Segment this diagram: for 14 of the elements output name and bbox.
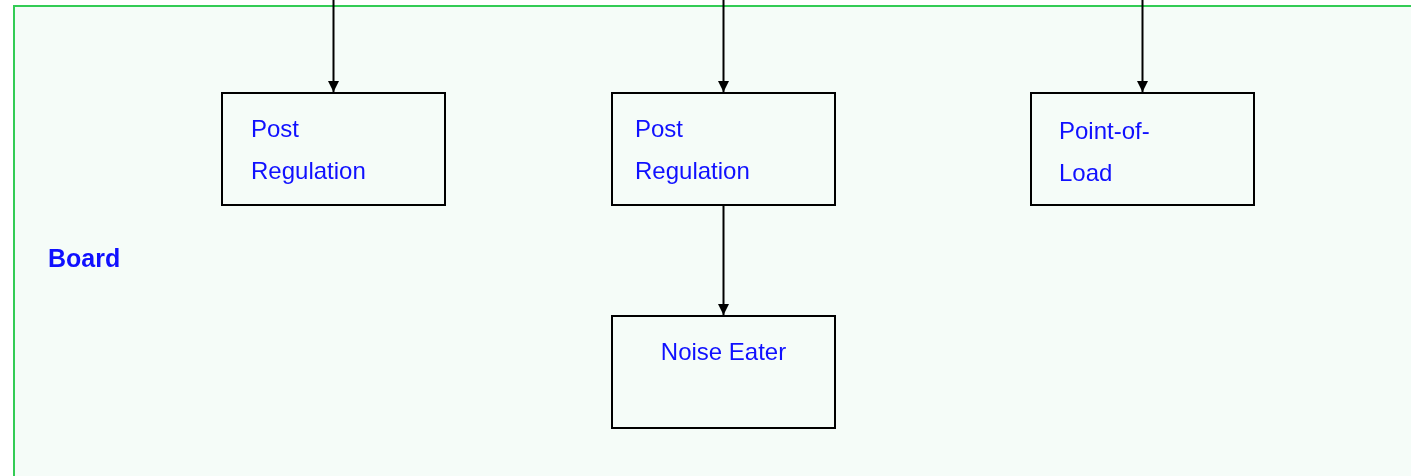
box-label: Noise Eater <box>659 337 788 367</box>
process-box <box>611 92 836 206</box>
process-box <box>221 92 446 206</box>
board-title: Board <box>48 243 121 273</box>
arrow <box>328 0 339 93</box>
arrow <box>718 0 729 93</box>
arrow <box>718 205 729 316</box>
board-panel <box>13 5 1411 476</box>
box-label: Point-of-Load <box>1059 116 1151 188</box>
arrow <box>1137 0 1148 93</box>
process-box <box>611 315 836 429</box>
box-label: Post Regulation <box>251 114 367 186</box>
process-box <box>1030 92 1255 206</box>
box-label: Post Regulation <box>635 114 751 186</box>
